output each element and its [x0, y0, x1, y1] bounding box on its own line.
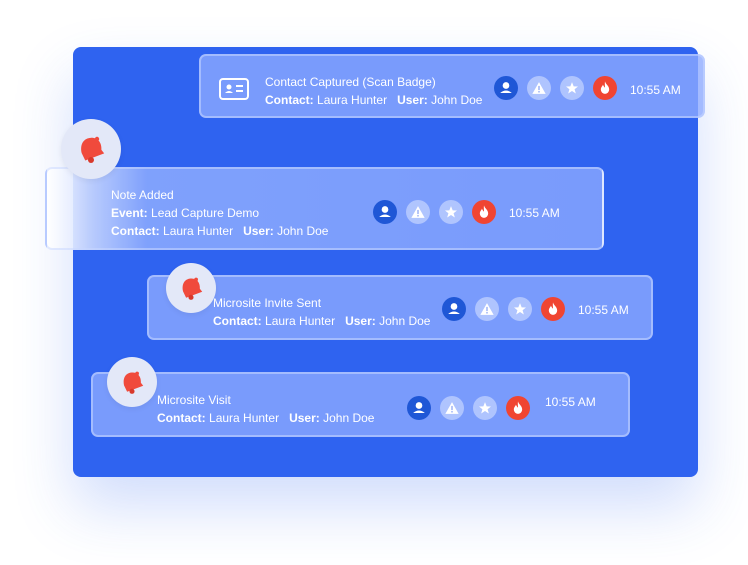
activity-title: Contact Captured (Scan Badge)	[265, 75, 436, 89]
contact-label: Contact:	[111, 224, 160, 238]
fire-icon[interactable]	[506, 396, 530, 420]
star-icon[interactable]	[439, 200, 463, 224]
star-icon[interactable]	[508, 297, 532, 321]
timestamp: 10:55 AM	[545, 395, 596, 409]
bell-icon	[61, 119, 121, 179]
timestamp: 10:55 AM	[509, 206, 560, 220]
activity-card-contact-captured[interactable]: Contact Captured (Scan Badge) Contact: L…	[199, 54, 705, 118]
contact-name: Laura Hunter	[163, 224, 234, 238]
fire-icon[interactable]	[541, 297, 565, 321]
contact-name: Laura Hunter	[265, 314, 336, 328]
user-icon[interactable]	[373, 200, 397, 224]
user-name: John Doe	[431, 93, 483, 107]
contact-name: Laura Hunter	[209, 411, 280, 425]
fire-icon[interactable]	[472, 200, 496, 224]
user-label: User:	[345, 314, 376, 328]
fire-icon[interactable]	[593, 76, 617, 100]
timestamp: 10:55 AM	[630, 83, 681, 97]
bell-icon	[166, 263, 216, 313]
id-card-icon	[219, 78, 249, 100]
warning-icon[interactable]	[475, 297, 499, 321]
activity-text: Note Added Event: Lead Capture Demo Cont…	[111, 186, 328, 240]
warning-icon[interactable]	[406, 200, 430, 224]
user-name: John Doe	[323, 411, 375, 425]
user-icon[interactable]	[442, 297, 466, 321]
event-name: Lead Capture Demo	[151, 206, 260, 220]
user-label: User:	[289, 411, 320, 425]
timestamp: 10:55 AM	[578, 303, 629, 317]
contact-label: Contact:	[157, 411, 206, 425]
user-icon[interactable]	[407, 396, 431, 420]
contact-label: Contact:	[213, 314, 262, 328]
user-icon[interactable]	[494, 76, 518, 100]
event-label: Event:	[111, 206, 148, 220]
warning-icon[interactable]	[440, 396, 464, 420]
activity-title: Microsite Visit	[157, 393, 231, 407]
user-name: John Doe	[277, 224, 329, 238]
star-icon[interactable]	[560, 76, 584, 100]
user-name: John Doe	[379, 314, 431, 328]
activity-text: Contact Captured (Scan Badge) Contact: L…	[265, 73, 482, 109]
activity-card-microsite-visit[interactable]: Microsite Visit Contact: Laura Hunter Us…	[91, 372, 630, 437]
contact-label: Contact:	[265, 93, 314, 107]
warning-icon[interactable]	[527, 76, 551, 100]
bell-icon	[107, 357, 157, 407]
activity-title: Microsite Invite Sent	[213, 296, 322, 310]
activity-text: Microsite Visit Contact: Laura Hunter Us…	[157, 391, 374, 427]
activity-text: Microsite Invite Sent Contact: Laura Hun…	[213, 294, 430, 330]
user-label: User:	[397, 93, 428, 107]
activity-card-note-added[interactable]: Note Added Event: Lead Capture Demo Cont…	[45, 167, 604, 250]
user-label: User:	[243, 224, 274, 238]
contact-name: Laura Hunter	[317, 93, 388, 107]
star-icon[interactable]	[473, 396, 497, 420]
activity-card-microsite-invite[interactable]: Microsite Invite Sent Contact: Laura Hun…	[147, 275, 653, 340]
activity-title: Note Added	[111, 188, 174, 202]
